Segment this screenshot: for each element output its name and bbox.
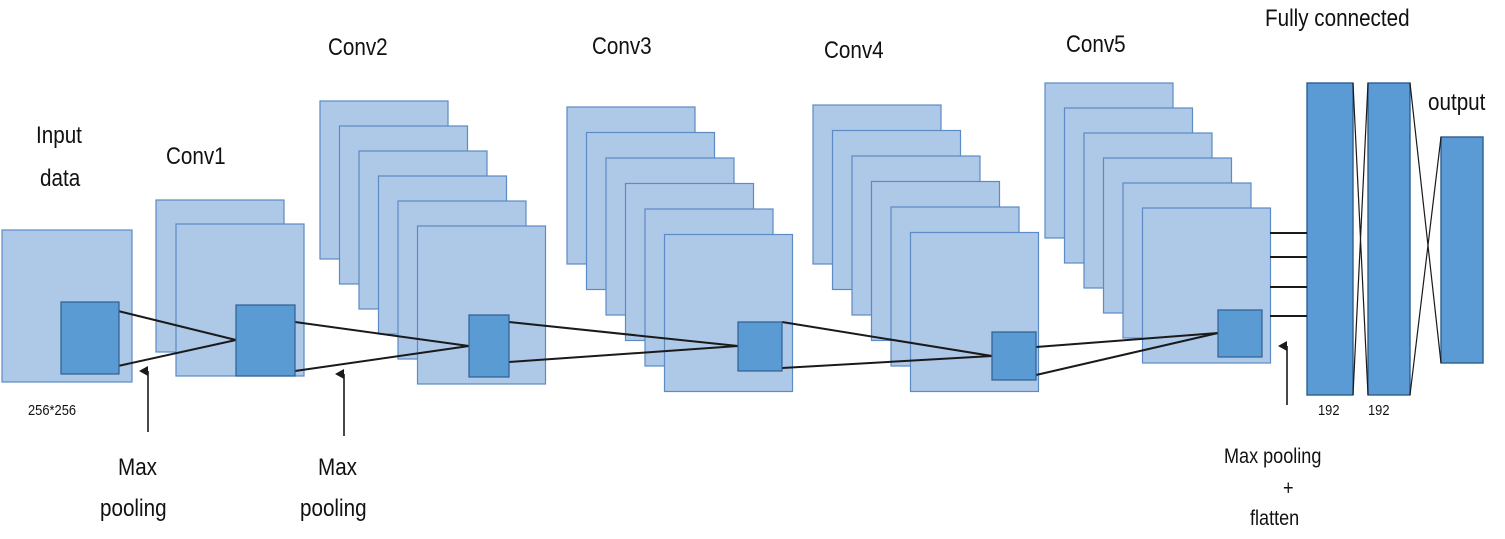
max-pooling-1-label-line2: pooling — [100, 495, 167, 522]
max-pooling-flatten-label-line2: + — [1283, 477, 1294, 500]
input-size-label: 256*256 — [28, 402, 77, 419]
connection-conv4-conv5-bottom — [1035, 332, 1219, 376]
fc1-layer — [1306, 82, 1354, 396]
fully-connected-label: Fully connected — [1265, 5, 1410, 32]
fc2-output-connection-2 — [1409, 136, 1442, 396]
max-pooling-1-label-line1: Max — [118, 454, 157, 481]
connection-conv2-conv3-bottom — [508, 345, 739, 363]
fc2-output-connection-1 — [1409, 82, 1442, 364]
conv2-kernel — [468, 314, 510, 378]
fc1-units-label: 192 — [1318, 402, 1340, 419]
max-pooling-2-label-line1: Max — [318, 454, 357, 481]
conv1-label: Conv1 — [166, 143, 226, 170]
connection-input-conv1-bottom — [117, 339, 237, 367]
connection-conv3-conv4-top — [781, 321, 993, 357]
fc1-fc2-connection-2 — [1352, 82, 1369, 396]
max-pooling-flatten-label-line1: Max pooling — [1224, 445, 1322, 468]
fc2-units-label: 192 — [1368, 402, 1390, 419]
input-kernel — [60, 301, 120, 375]
output-layer — [1440, 136, 1484, 364]
connection-conv2-conv3-top — [508, 321, 739, 347]
conv3-label: Conv3 — [592, 33, 652, 60]
conv4-label: Conv4 — [824, 37, 884, 64]
output-label: output — [1428, 89, 1486, 116]
conv5-kernel — [1217, 309, 1263, 358]
connection-input-conv1-top — [117, 310, 237, 341]
input-data-label-line1: Input — [36, 122, 82, 149]
conv3-kernel — [737, 321, 783, 372]
conv2-label: Conv2 — [328, 34, 388, 61]
fc2-layer — [1367, 82, 1411, 396]
conv4-kernel — [991, 331, 1037, 381]
connection-conv1-conv2-bottom — [294, 345, 470, 372]
input-data-label-line2: data — [40, 165, 81, 192]
max-pooling-flatten-label-line3: flatten — [1250, 507, 1300, 530]
connection-conv4-conv5-top — [1035, 332, 1219, 348]
conv1-kernel — [235, 304, 296, 377]
connection-conv3-conv4-bottom — [781, 355, 993, 369]
connection-conv1-conv2-top — [294, 321, 470, 347]
max-pooling-2-label-line2: pooling — [300, 495, 367, 522]
conv5-label: Conv5 — [1066, 31, 1126, 58]
